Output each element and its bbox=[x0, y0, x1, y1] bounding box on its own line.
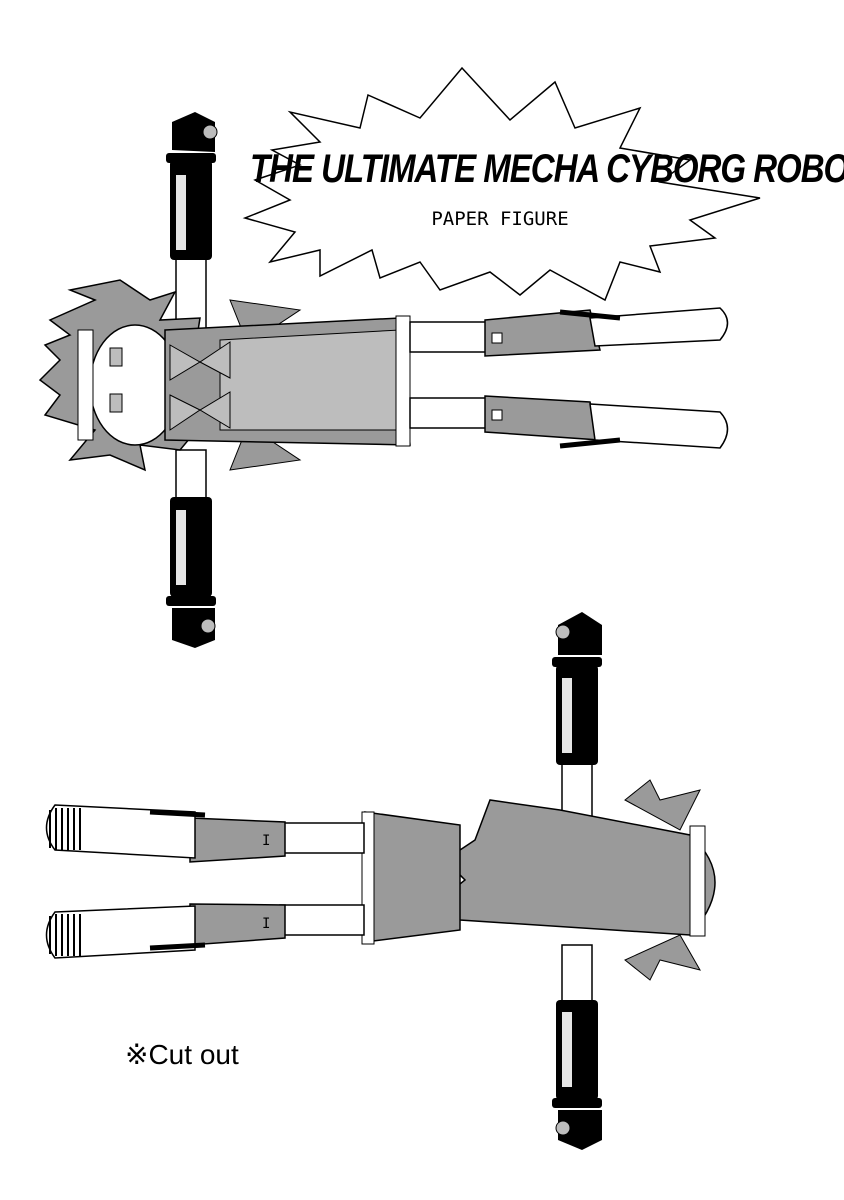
page-title: THE ULTIMATE MECHA CYBORG ROBOT bbox=[250, 146, 844, 191]
cut-out-note: ※Cut out bbox=[125, 1039, 239, 1070]
svg-text:I: I bbox=[262, 833, 270, 849]
page-subtitle: PAPER FIGURE bbox=[431, 208, 569, 230]
svg-text:I: I bbox=[262, 916, 270, 932]
figure-front-view bbox=[38, 112, 729, 648]
starburst-bubble bbox=[242, 66, 761, 302]
figure-back-view: I I bbox=[45, 612, 716, 1150]
